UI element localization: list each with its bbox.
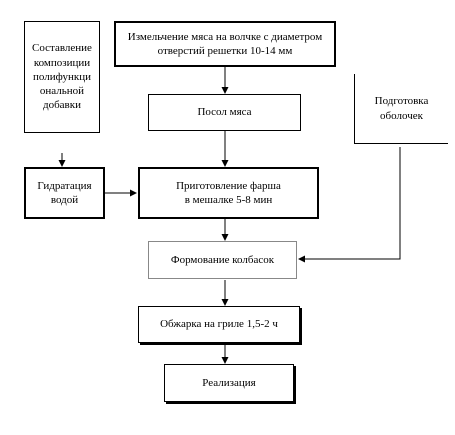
node-form-sausages: Формование колбасок bbox=[148, 241, 297, 279]
node-prepare-casing: Подготовка оболочек bbox=[354, 74, 448, 144]
node-hydration: Гидратация водой bbox=[24, 167, 105, 219]
arrow-casing-to-forming bbox=[298, 147, 401, 263]
node-prepare-stuffing: Приготовление фарша в мешалке 5-8 мин bbox=[138, 167, 319, 219]
node-sale: Реализация bbox=[164, 364, 294, 402]
node-roast: Обжарка на гриле 1,5-2 ч bbox=[138, 306, 300, 343]
node-salt-meat: Посол мяса bbox=[148, 94, 301, 131]
node-compose-additive: Составление композиции полифункци ональн… bbox=[24, 21, 100, 133]
node-mince-meat: Измельчение мяса на волчке с диаметром о… bbox=[114, 21, 336, 67]
